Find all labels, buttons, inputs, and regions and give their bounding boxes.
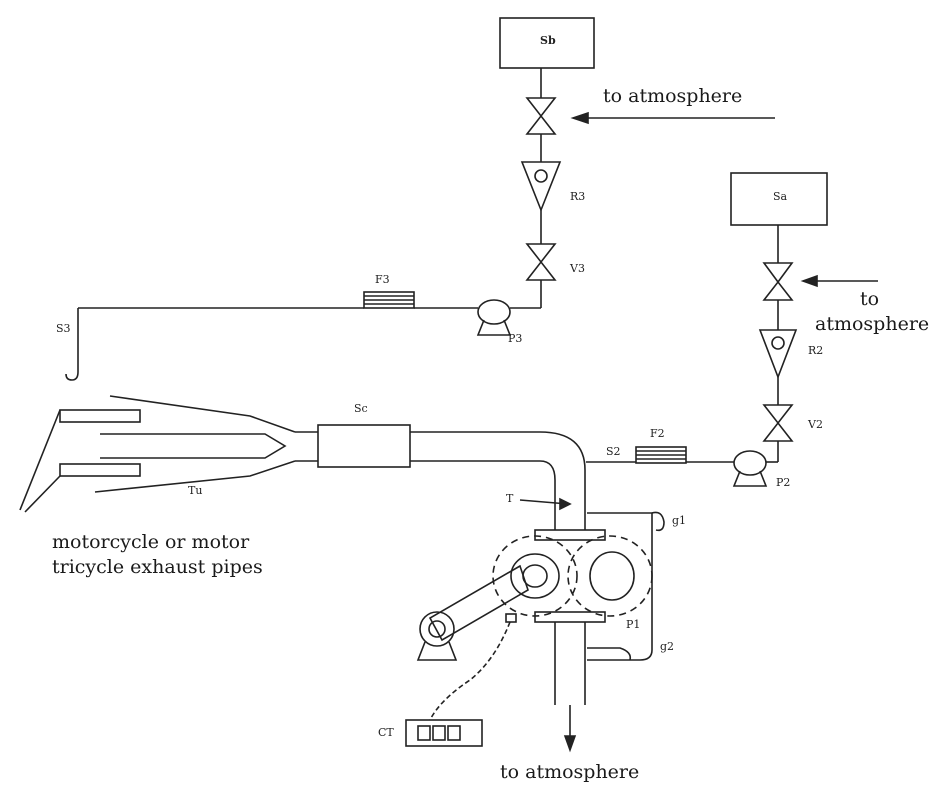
- exhaust-pipe-lower: [59, 463, 141, 477]
- annotation-to-atm-right-1: to: [860, 288, 880, 310]
- v2-valve: [762, 404, 794, 425]
- annotation-to-atm-top: to atmosphere: [603, 85, 743, 107]
- exhaust-pipe-upper: [59, 409, 141, 423]
- label-g2: g2: [660, 640, 675, 653]
- label-r2: R2: [808, 344, 824, 357]
- duct-elbow-inner: [539, 460, 556, 530]
- label-p2: P2: [776, 476, 791, 489]
- annotation-to-atm-bottom: to atmosphere: [500, 761, 640, 783]
- p2-pump: [733, 450, 767, 476]
- label-p1: P1: [626, 618, 641, 631]
- sc-section: [317, 424, 411, 468]
- annotation-exhaust-1: motorcycle or motor: [52, 531, 250, 553]
- r2-flowmeter: [758, 329, 798, 380]
- label-v3: V3: [570, 262, 585, 275]
- label-s2: S2: [606, 445, 621, 458]
- valve-sa-bottom: [762, 280, 794, 301]
- label-r3: R3: [570, 190, 586, 203]
- p1-rotor-left: [492, 535, 578, 617]
- valve-sb-top: [525, 97, 557, 118]
- label-s3: S3: [56, 322, 71, 335]
- label-p3: P3: [508, 332, 523, 345]
- label-sa: Sa: [773, 190, 788, 203]
- label-t: T: [506, 492, 514, 505]
- g2-gauge: [587, 647, 632, 661]
- label-tu: Tu: [188, 484, 203, 497]
- label-sb: Sb: [540, 34, 556, 47]
- label-f2: F2: [650, 427, 665, 440]
- sb-bag: [499, 17, 595, 69]
- tu-flare-top: [109, 395, 296, 433]
- label-f3: F3: [375, 273, 390, 286]
- motor: [419, 611, 455, 647]
- v3-valve: [525, 243, 557, 264]
- ct-counter: [405, 719, 483, 747]
- tu-flare-bottom: [94, 460, 296, 493]
- p1-rotor-right: [567, 535, 653, 617]
- p3-pump: [477, 299, 511, 325]
- r3-flowmeter: [520, 161, 562, 213]
- annotation-to-atm-right-2: atmosphere: [815, 313, 930, 335]
- valve-sa-top: [762, 262, 794, 284]
- valve-sb-bottom: [525, 114, 557, 135]
- g1-gauge: [651, 511, 665, 532]
- duct-elbow-outer: [539, 431, 586, 530]
- center-pipe: [100, 433, 287, 459]
- label-sc: Sc: [354, 402, 368, 415]
- label-ct: CT: [378, 726, 394, 739]
- annotation-exhaust-2: tricycle exhaust pipes: [52, 556, 263, 578]
- sa-bag: [730, 172, 828, 226]
- s3-probe: [65, 308, 79, 381]
- label-v2: V2: [808, 418, 823, 431]
- label-g1: g1: [672, 514, 687, 527]
